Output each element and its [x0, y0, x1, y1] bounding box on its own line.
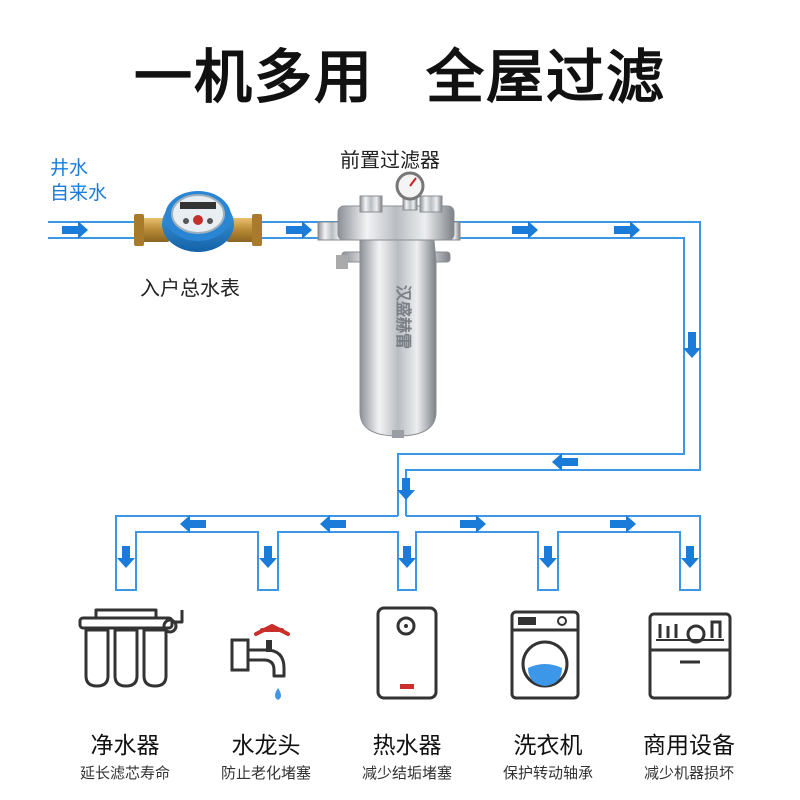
ro-purifier-icon [78, 608, 184, 688]
water-heater-icon [376, 606, 438, 700]
faucet-icon [230, 623, 290, 700]
device-name-faucet: 水龙头 [231, 733, 301, 759]
flow-arrow-down [398, 546, 416, 568]
branch-pipe-top [115, 515, 701, 591]
flow-arrow-down [683, 332, 701, 358]
flow-arrow-right [512, 221, 538, 239]
page-title: 一机多用全屋过滤 [0, 30, 800, 114]
flow-arrows [62, 221, 701, 568]
water-meter-icon [134, 191, 262, 252]
device-desc-faucet: 防止老化堵塞 [220, 764, 311, 782]
source-label-tap: 自来水 [50, 182, 108, 204]
flow-arrow-left [552, 453, 578, 471]
device-desc-purifier: 延长滤芯寿命 [79, 764, 170, 782]
flow-arrow-left [180, 515, 206, 533]
supply-pipe-inner [48, 237, 685, 516]
source-label-well: 井水 [50, 157, 89, 179]
filter-label: 前置过滤器 [340, 148, 440, 172]
meter-label: 入户总水表 [140, 276, 240, 300]
title-part-1: 一机多用 [133, 43, 374, 111]
flow-arrow-right [610, 515, 636, 533]
flow-arrow-down [117, 546, 135, 568]
flow-arrow-down [681, 546, 699, 568]
device-desc-washer: 保护转动轴承 [502, 764, 593, 782]
flow-arrow-left [320, 515, 346, 533]
device-desc-heater: 减少结垢堵塞 [361, 764, 452, 782]
flow-arrow-down [259, 546, 277, 568]
flow-arrow-right [62, 221, 88, 239]
flow-arrow-right [460, 515, 486, 533]
pre-filter-icon: 汉盛赫雷 [317, 171, 461, 438]
title-part-2: 全屋过滤 [426, 43, 667, 111]
device-name-purifier: 净水器 [90, 733, 160, 759]
flow-arrow-down [539, 546, 557, 568]
flow-arrow-right [614, 221, 640, 239]
flow-arrow-down [397, 478, 415, 500]
device-name-commercial: 商用设备 [643, 733, 735, 759]
device-name-heater: 热水器 [372, 733, 442, 759]
washing-machine-icon [510, 610, 580, 700]
filter-brand-text: 汉盛赫雷 [394, 285, 413, 349]
device-desc-commercial: 减少机器损坏 [643, 764, 734, 782]
device-name-washer: 洗衣机 [513, 733, 583, 759]
flow-arrow-right [286, 221, 312, 239]
dishwasher-icon [648, 612, 732, 700]
